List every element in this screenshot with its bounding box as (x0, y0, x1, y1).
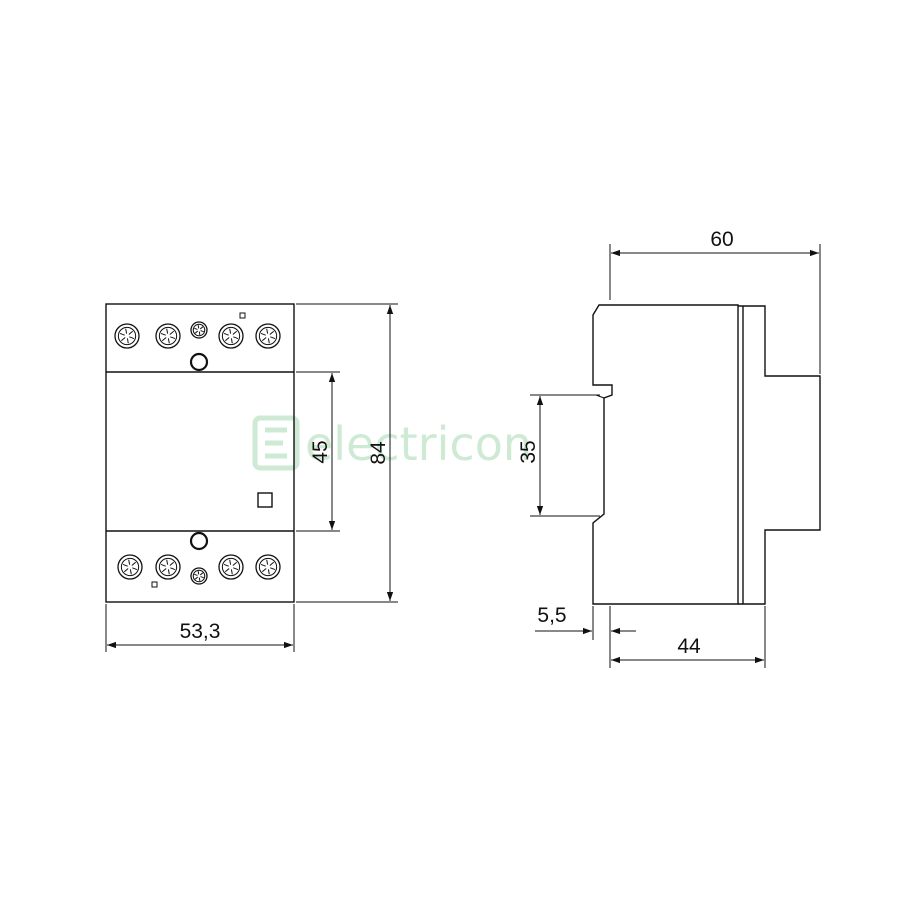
terminal-screw-top-5 (255, 323, 281, 349)
front-dimensions (105, 303, 398, 652)
terminal-screw-top-4 (218, 323, 244, 349)
label-side-depth-body: 44 (677, 635, 701, 658)
front-top-small-tab (239, 312, 246, 319)
side-view (592, 304, 821, 605)
label-side-rail-height: 35 (517, 440, 540, 463)
front-bottom-knob (189, 531, 209, 551)
terminal-screw-bottom-3 (190, 567, 208, 585)
front-body-outline (105, 303, 295, 603)
label-front-height-total: 84 (367, 441, 390, 465)
label-side-depth-total: 60 (710, 228, 733, 251)
side-dimensions (530, 244, 821, 668)
front-top-knob (189, 352, 209, 372)
watermark-text: electricon (305, 417, 532, 471)
front-bottom-small-tab (151, 581, 158, 588)
bottom-terminal-row (117, 554, 281, 585)
terminal-screw-top-1 (114, 323, 140, 349)
terminal-screw-bottom-4 (218, 554, 244, 580)
side-body-outline (592, 304, 739, 605)
terminal-screw-bottom-5 (255, 554, 281, 580)
front-view (105, 303, 295, 603)
terminal-screw-bottom-1 (117, 554, 143, 580)
side-front-step-outline (738, 305, 821, 605)
watermark-logo: electricon (252, 415, 532, 471)
terminal-screw-top-3 (190, 321, 208, 339)
terminal-screw-top-2 (155, 323, 181, 349)
terminal-screw-bottom-2 (155, 554, 181, 580)
label-front-height-window: 45 (309, 440, 332, 463)
top-terminal-row (114, 321, 281, 349)
front-indicator-square (257, 492, 273, 508)
label-front-width: 53,3 (180, 620, 221, 643)
label-side-offset: 5,5 (537, 604, 566, 627)
